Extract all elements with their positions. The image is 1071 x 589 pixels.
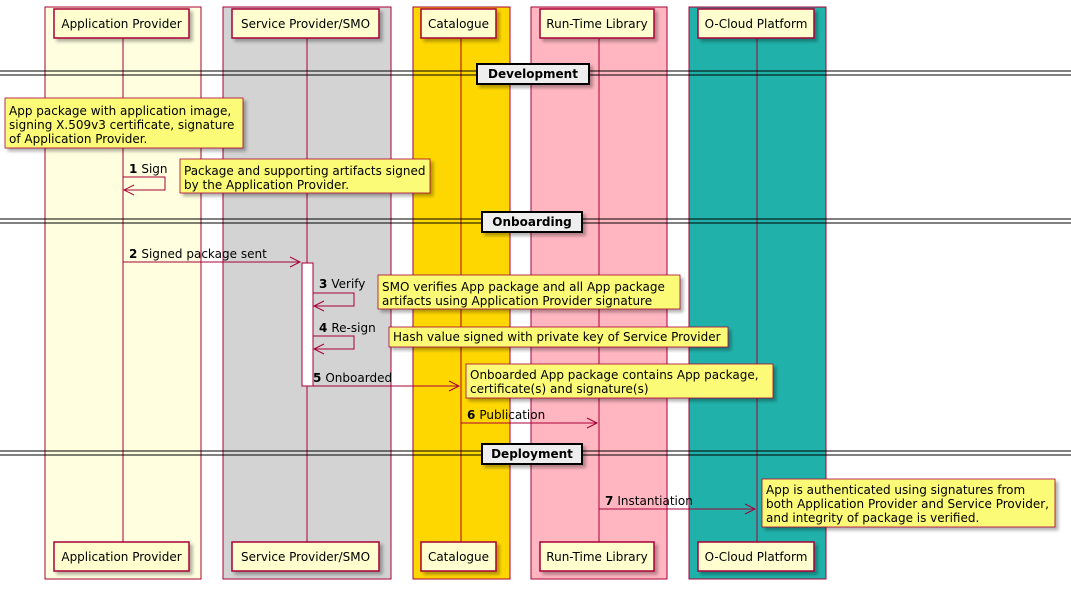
note-line: Package and supporting artifacts signed bbox=[184, 164, 425, 178]
participant-label: Catalogue bbox=[428, 550, 489, 564]
note-line: certificate(s) and signature(s) bbox=[470, 382, 649, 396]
note-onboarded-package: Onboarded App package contains App packa… bbox=[465, 363, 774, 399]
participant-label: Catalogue bbox=[428, 17, 489, 31]
note-app-authenticated: App is authenticated using signatures fr… bbox=[761, 478, 1056, 528]
participant-application-provider-bottom: Application Provider bbox=[53, 541, 190, 572]
note-app-package: App package with application image, sign… bbox=[4, 97, 244, 149]
divider-development: Development bbox=[0, 63, 1071, 85]
participant-label: Run-Time Library bbox=[546, 550, 647, 564]
note-line: signing X.509v3 certificate, signature bbox=[9, 118, 234, 132]
participant-service-provider-top: Service Provider/SMO bbox=[231, 8, 380, 39]
note-line: SMO verifies App package and all App pac… bbox=[382, 280, 665, 294]
participant-application-provider-top: Application Provider bbox=[53, 8, 190, 39]
note-line: Hash value signed with private key of Se… bbox=[393, 330, 721, 344]
participant-run-time-library-bottom: Run-Time Library bbox=[539, 541, 655, 572]
note-line: and integrity of package is verified. bbox=[766, 511, 979, 525]
participant-service-provider-bottom: Service Provider/SMO bbox=[231, 541, 380, 572]
participant-label: Application Provider bbox=[61, 550, 181, 564]
participant-label: Service Provider/SMO bbox=[241, 17, 370, 31]
participant-catalogue-top: Catalogue bbox=[420, 8, 497, 39]
participant-o-cloud-platform-top: O-Cloud Platform bbox=[697, 8, 815, 39]
participant-label: Run-Time Library bbox=[546, 17, 647, 31]
participant-run-time-library-top: Run-Time Library bbox=[539, 8, 655, 39]
note-line: both Application Provider and Service Pr… bbox=[766, 497, 1049, 511]
participant-headers-bottom: Application Provider Service Provider/SM… bbox=[53, 541, 815, 572]
divider-deployment: Deployment bbox=[0, 443, 1071, 465]
note-line: App package with application image, bbox=[9, 104, 231, 118]
note-line: by the Application Provider. bbox=[184, 178, 349, 192]
note-line: App is authenticated using signatures fr… bbox=[766, 483, 1025, 497]
note-line: of Application Provider. bbox=[9, 132, 147, 146]
note-hash-value: Hash value signed with private key of Se… bbox=[388, 326, 729, 348]
divider-label: Deployment bbox=[491, 447, 573, 461]
divider-label: Onboarding bbox=[492, 215, 571, 229]
participant-o-cloud-platform-bottom: O-Cloud Platform bbox=[697, 541, 815, 572]
participant-label: O-Cloud Platform bbox=[705, 17, 808, 31]
participant-catalogue-bottom: Catalogue bbox=[420, 541, 497, 572]
participant-label: O-Cloud Platform bbox=[705, 550, 808, 564]
divider-label: Development bbox=[488, 67, 578, 81]
note-smo-verifies: SMO verifies App package and all App pac… bbox=[377, 274, 681, 310]
activation-bar-service-provider bbox=[301, 262, 314, 387]
note-package-signed: Package and supporting artifacts signed … bbox=[179, 158, 431, 194]
participant-label: Service Provider/SMO bbox=[241, 550, 370, 564]
note-line: Onboarded App package contains App packa… bbox=[470, 368, 759, 382]
note-line: artifacts using Application Provider sig… bbox=[382, 294, 652, 308]
participant-label: Application Provider bbox=[61, 17, 181, 31]
divider-onboarding: Onboarding bbox=[0, 211, 1071, 233]
participant-headers-top: Application Provider Service Provider/SM… bbox=[53, 8, 815, 39]
